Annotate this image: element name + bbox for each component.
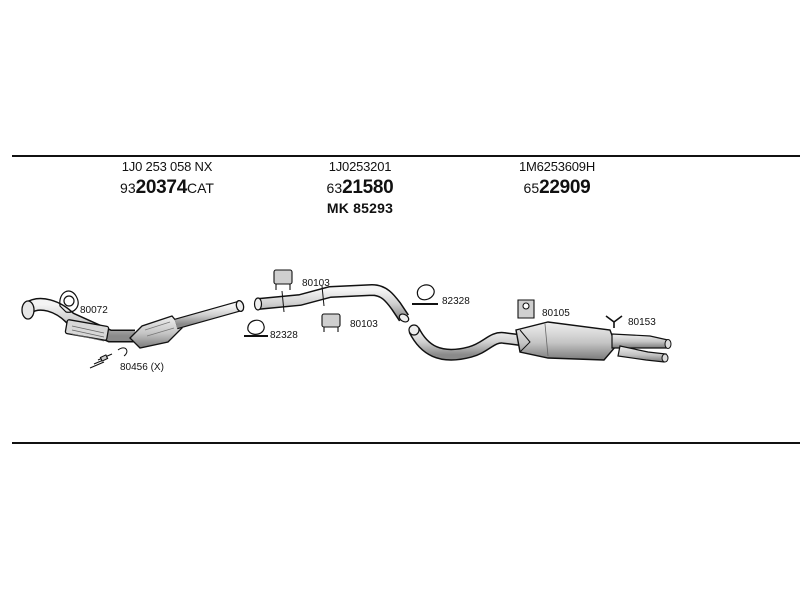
oe-number: 1J0 253 058 NX — [121, 159, 213, 174]
part-label-clamp-left: 82328 — [270, 330, 298, 341]
hanger-bottom-icon — [321, 313, 341, 332]
middle-pipe — [253, 283, 410, 323]
catalytic-converter — [117, 299, 245, 357]
bracket-rear-icon — [605, 315, 623, 328]
mounting-kit-number: MK 85293 — [326, 200, 394, 216]
article-number: 6321580 — [305, 178, 415, 197]
article-prefix: 93 — [120, 180, 136, 196]
part-label-gasket-front: 80072 — [80, 305, 108, 316]
part-label-rubber-mount: 80105 — [542, 308, 570, 319]
hanger-top-icon — [273, 269, 293, 290]
oe-number: 1J0253201 — [328, 159, 392, 174]
part-label-bolts-front: 80456 (X) — [120, 362, 164, 373]
article-number: 9320374CAT — [92, 178, 242, 197]
top-divider — [12, 155, 800, 157]
clamp-left-icon — [244, 319, 268, 337]
bottom-divider — [12, 442, 800, 444]
header-group-middle-pipe: 1J0253201 6321580 MK 85293 — [305, 160, 415, 215]
front-pipe — [21, 297, 135, 343]
part-label-clamp-right: 82328 — [442, 296, 470, 307]
part-label-hanger-bottom: 80103 — [350, 319, 378, 330]
gasket-front-icon — [59, 290, 79, 313]
rubber-mount-icon — [517, 299, 535, 319]
article-prefix: 65 — [523, 180, 540, 196]
part-label-bracket-rear: 80153 — [628, 317, 656, 328]
oe-number: 1M6253609H — [518, 159, 596, 174]
part-label-hanger-top: 80103 — [302, 278, 330, 289]
article-prefix: 63 — [326, 180, 343, 196]
rear-silencer — [408, 321, 672, 363]
clamp-right-icon — [412, 284, 438, 305]
bolts-icon — [89, 353, 113, 369]
header-group-rear-silencer: 1M6253609H 6522909 — [497, 160, 617, 197]
article-main: 20374 — [135, 177, 188, 198]
article-number: 6522909 — [497, 178, 617, 197]
article-suffix: CAT — [186, 180, 214, 196]
article-main: 22909 — [539, 177, 591, 198]
article-main: 21580 — [342, 177, 394, 198]
header-group-catalytic: 1J0 253 058 NX 9320374CAT — [92, 160, 242, 197]
